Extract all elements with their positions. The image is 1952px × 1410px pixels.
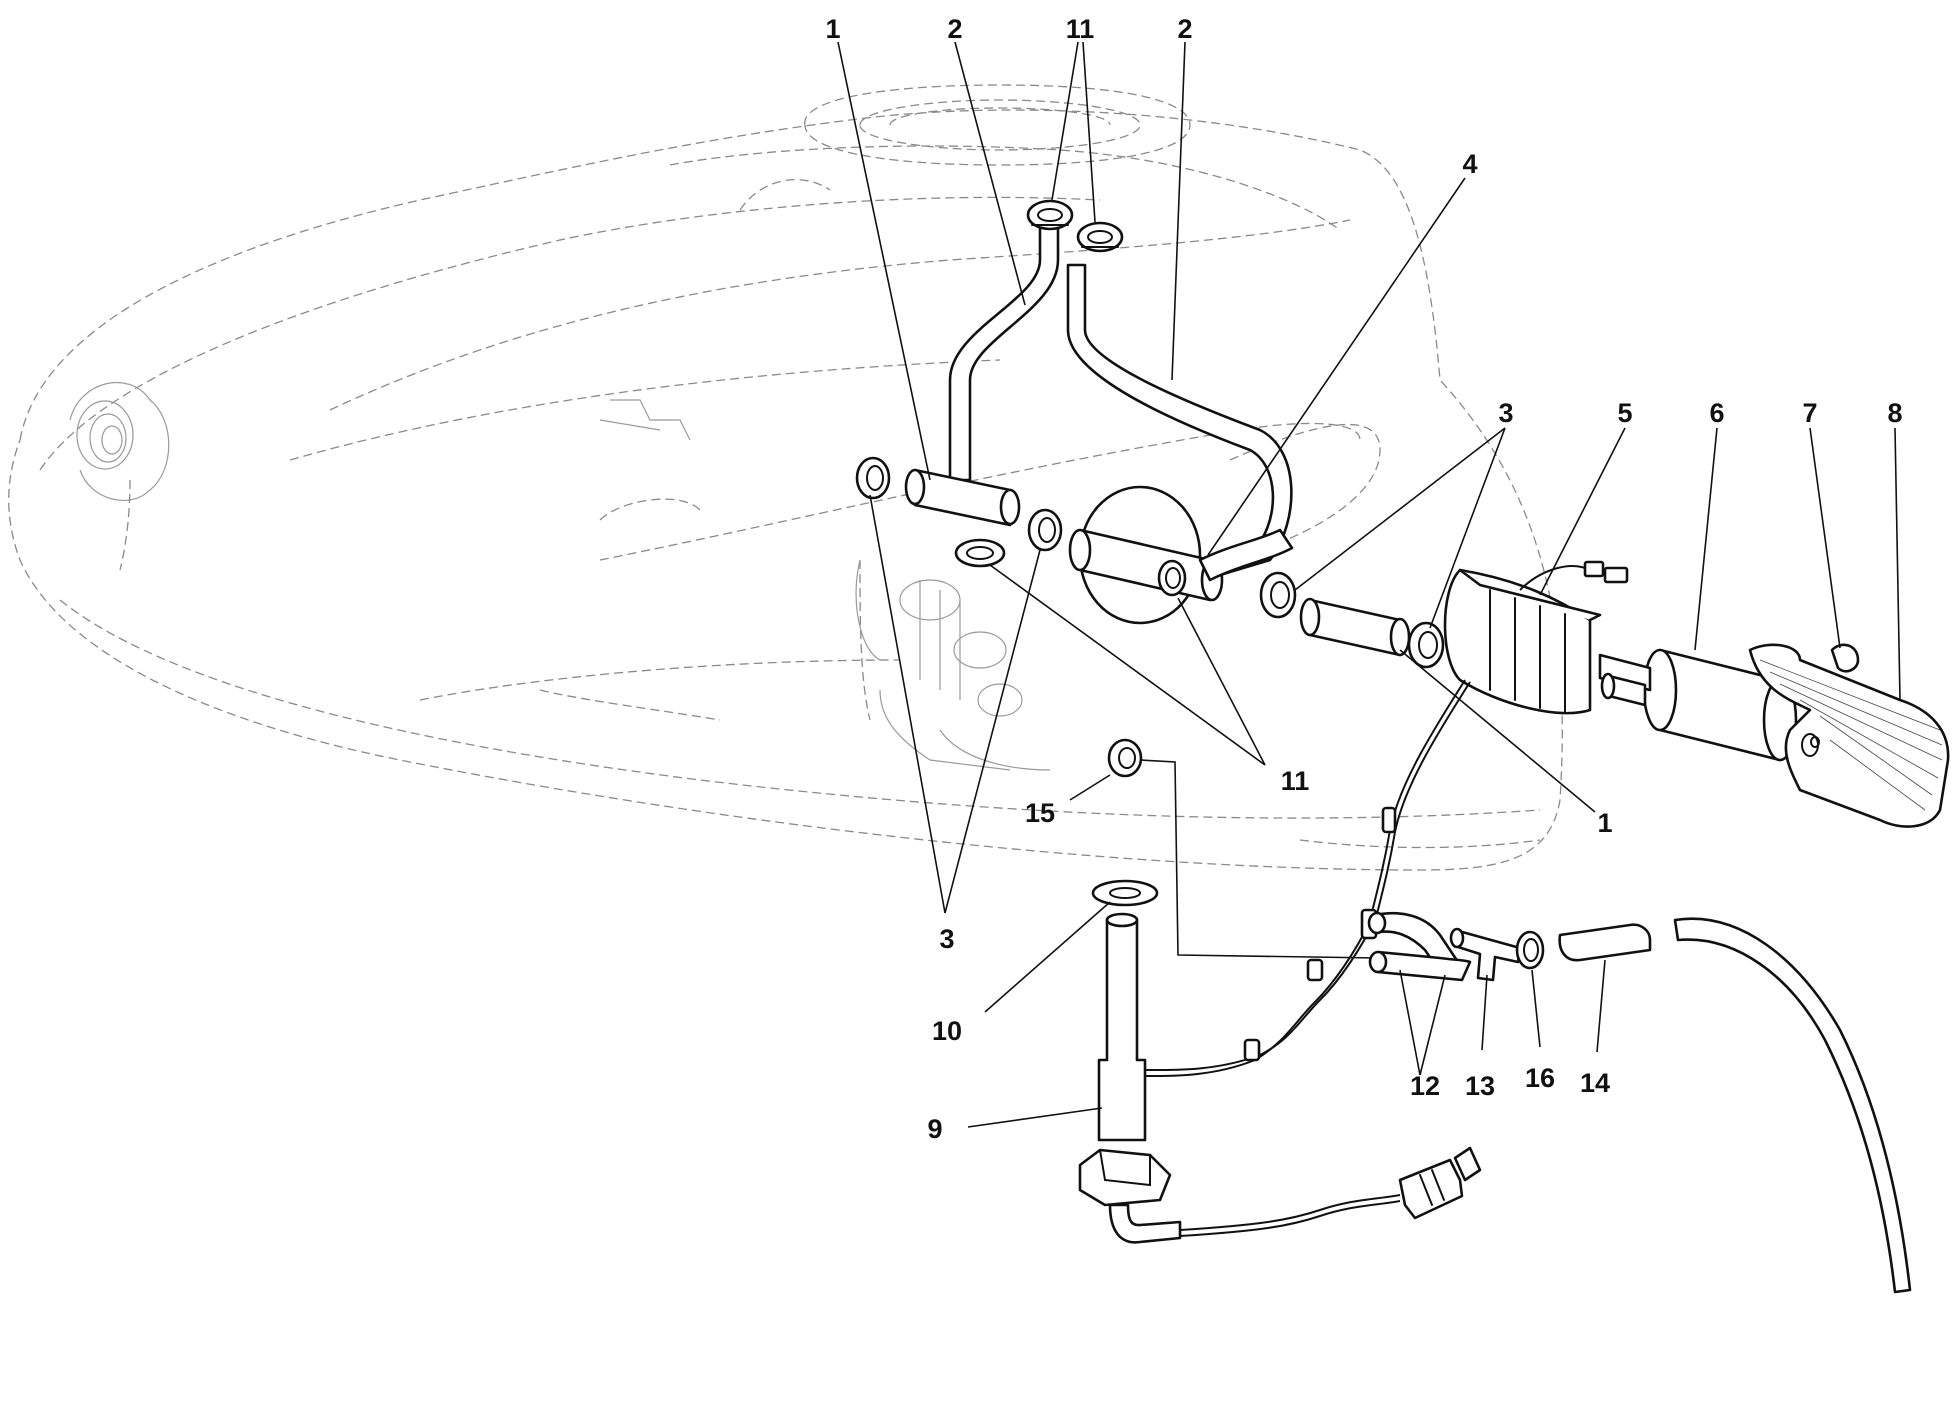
clamp-16 bbox=[1515, 930, 1545, 970]
clamp-3-right-a bbox=[1259, 571, 1297, 619]
clamp-3-right-b bbox=[1407, 621, 1445, 669]
pump-bracket-5 bbox=[1443, 560, 1629, 715]
callout-labels: 1 2 11 2 4 3 5 6 7 8 11 1 15 3 10 9 12 1… bbox=[825, 14, 1902, 1144]
hose-14 bbox=[1558, 917, 1912, 1294]
callout-3-right: 3 bbox=[1498, 398, 1513, 428]
callout-3-bottom: 3 bbox=[939, 924, 954, 954]
clamp-11-lower-left bbox=[954, 538, 1006, 568]
clamp-3-left bbox=[855, 456, 891, 500]
fuel-tank-outline bbox=[8, 84, 1563, 871]
hose-1-upper bbox=[904, 468, 1021, 527]
gasket-10 bbox=[1091, 879, 1159, 907]
clamp-11-top-right bbox=[1076, 221, 1124, 253]
callout-10: 10 bbox=[932, 1016, 962, 1046]
callout-1-right: 1 bbox=[1597, 808, 1612, 838]
callout-11-center: 11 bbox=[1281, 766, 1310, 796]
hose-1-lower bbox=[1299, 597, 1411, 657]
filter-sock-8 bbox=[1748, 643, 1950, 828]
callout-7: 7 bbox=[1802, 398, 1817, 428]
callout-13: 13 bbox=[1465, 1071, 1495, 1101]
callout-2-top-left: 2 bbox=[947, 14, 962, 44]
callout-6: 6 bbox=[1709, 398, 1724, 428]
clamp-15 bbox=[1107, 738, 1143, 778]
callout-8: 8 bbox=[1887, 398, 1902, 428]
hose-4 bbox=[1198, 528, 1294, 582]
clamp-11-top-left bbox=[1026, 199, 1074, 231]
callout-16: 16 bbox=[1525, 1063, 1555, 1093]
fuel-level-sender-9 bbox=[1078, 912, 1482, 1244]
callout-1-top: 1 bbox=[825, 14, 840, 44]
callout-5: 5 bbox=[1617, 398, 1632, 428]
callout-2-top-right: 2 bbox=[1177, 14, 1192, 44]
callout-9: 9 bbox=[927, 1114, 942, 1144]
pump-flange bbox=[1068, 485, 1224, 625]
callout-4: 4 bbox=[1462, 149, 1477, 179]
clamp-11-center bbox=[1157, 559, 1187, 597]
callout-14: 14 bbox=[1580, 1068, 1610, 1098]
return-line-thin bbox=[1139, 759, 1379, 959]
clamp-3-center bbox=[1027, 508, 1063, 552]
callout-11-top: 11 bbox=[1066, 14, 1095, 44]
pump-wiring bbox=[1120, 679, 1471, 1077]
clip-7 bbox=[1830, 643, 1860, 673]
callout-12: 12 bbox=[1410, 1071, 1440, 1101]
leader-lines bbox=[837, 41, 1901, 1128]
callout-15: 15 bbox=[1025, 798, 1055, 828]
